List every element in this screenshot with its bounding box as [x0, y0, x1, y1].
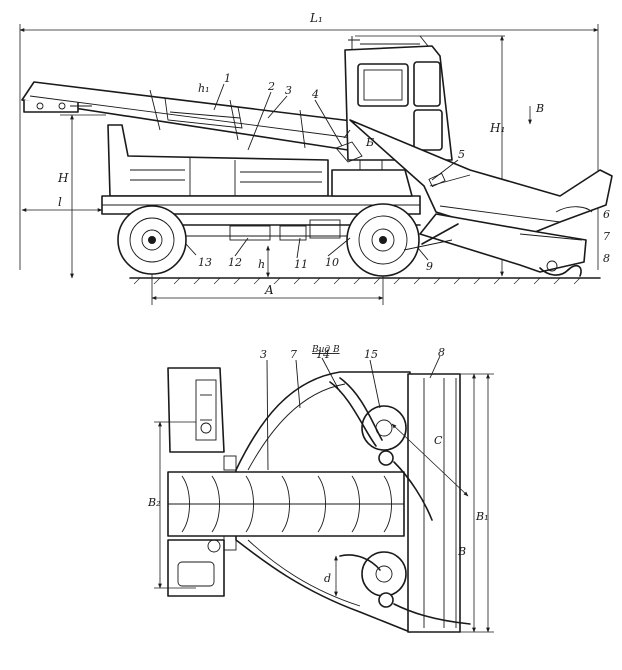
- label-b: B: [457, 545, 466, 558]
- rear-wheel: [117, 205, 187, 275]
- callout-2: 2: [267, 80, 275, 93]
- label-h: H: [57, 171, 69, 185]
- top-callout-8: 8: [438, 346, 445, 359]
- dimension-h: [60, 114, 106, 279]
- label-h1: H₁: [489, 121, 505, 135]
- auger-conveyor: [167, 471, 405, 537]
- callout-10: 10: [325, 256, 339, 269]
- callout-3: 3: [285, 84, 292, 97]
- label-l1: L₁: [309, 11, 323, 25]
- side-labels: L₁ H₁ В H l h A h₁ 1 2 3 4 5 6 7 8 9 10 …: [57, 11, 610, 297]
- callout-9: 9: [426, 260, 433, 273]
- header-assembly: [349, 119, 613, 277]
- dimension-l1: [19, 24, 599, 270]
- pickup-reel-lower: [339, 551, 471, 625]
- label-c: C: [434, 434, 443, 447]
- top-view-title: Вид В: [311, 345, 340, 355]
- label-a: A: [264, 283, 274, 297]
- unloading-conveyor: [21, 81, 361, 151]
- callout-5: 5: [458, 148, 465, 161]
- callout-11: 11: [294, 258, 308, 271]
- label-view-arrow: В: [535, 102, 544, 115]
- label-d: d: [324, 572, 331, 585]
- callout-12: 12: [228, 256, 242, 269]
- label-h-small: h: [258, 258, 265, 271]
- label-b1: B₁: [475, 510, 489, 523]
- label-l: l: [58, 195, 62, 209]
- callout-13: 13: [198, 256, 212, 269]
- label-b2: B₂: [147, 496, 161, 509]
- side-view: L₁ H₁ В H l h A h₁ 1 2 3 4 5 6 7 8 9 10 …: [19, 11, 613, 305]
- top-callout-3: 3: [260, 348, 267, 361]
- tractor-stub: [167, 367, 237, 597]
- front-wheel: [346, 203, 420, 277]
- label-h1-conveyor: h₁: [198, 82, 210, 95]
- top-dimensions: [154, 373, 494, 633]
- top-callout-7: 7: [290, 348, 297, 361]
- ground-line: [129, 277, 601, 285]
- part-b-element: [335, 129, 363, 163]
- top-callout-15: 15: [364, 348, 378, 361]
- top-callout-14: 14: [316, 348, 330, 361]
- top-view: Вид В: [147, 345, 494, 633]
- callout-leaders: [185, 83, 459, 261]
- top-labels: 3 7 14 15 8 B₂ B₁ B C d: [147, 346, 489, 585]
- callout-6: 6: [603, 208, 610, 221]
- machine-body: [101, 124, 421, 215]
- auger-flights: [181, 475, 392, 533]
- callout-1: 1: [224, 72, 231, 85]
- callout-8: 8: [603, 252, 610, 265]
- callout-7: 7: [603, 230, 610, 243]
- callout-b: Б: [365, 136, 374, 149]
- callout-4: 4: [311, 88, 319, 101]
- top-leaders: [266, 355, 441, 471]
